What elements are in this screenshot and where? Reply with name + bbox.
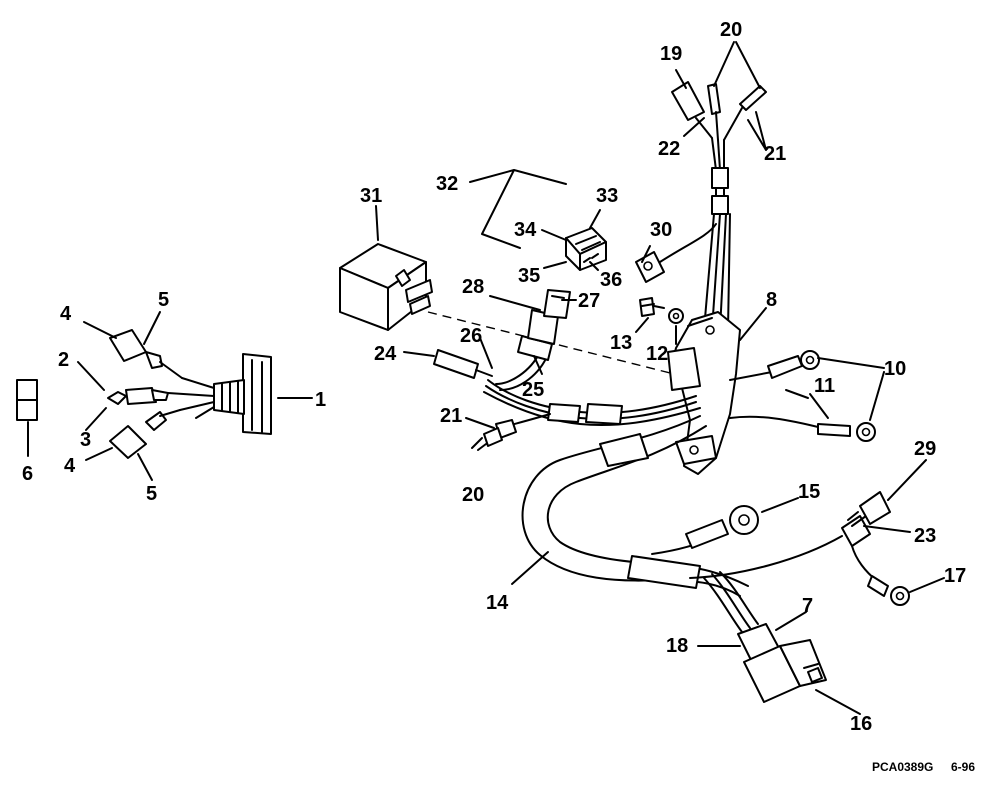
- callout-34: 34: [514, 219, 537, 241]
- harness-loop: [521, 415, 749, 597]
- callout-5: 5: [146, 483, 157, 505]
- leader-lines: [27, 41, 945, 715]
- callout-20: 20: [462, 484, 484, 506]
- callout-13: 13: [610, 332, 632, 354]
- callout-31: 31: [360, 185, 382, 207]
- callout-32: 32: [436, 173, 458, 195]
- callout-10: 10: [884, 358, 906, 380]
- callout-22: 22: [658, 138, 680, 160]
- callout-33: 33: [596, 185, 618, 207]
- callout-19: 19: [660, 43, 682, 65]
- callout-27: 27: [578, 290, 600, 312]
- callout-20: 20: [720, 19, 742, 41]
- callout-28: 28: [462, 276, 484, 298]
- callout-3: 3: [80, 429, 91, 451]
- callout-29: 29: [914, 438, 936, 460]
- callout-30: 30: [650, 219, 672, 241]
- callout-35: 35: [518, 265, 540, 287]
- callout-23: 23: [914, 525, 936, 547]
- relay: [339, 243, 433, 331]
- callout-14: 14: [486, 592, 509, 614]
- ring-terminals: [729, 350, 876, 442]
- callout-4: 4: [60, 303, 72, 325]
- callout-17: 17: [944, 565, 966, 587]
- callout-7: 7: [802, 595, 813, 617]
- callout-5: 5: [158, 289, 169, 311]
- lower-right-branch: [651, 491, 910, 606]
- callout-2: 2: [58, 349, 69, 371]
- upper-terminals: [671, 81, 767, 215]
- callout-36: 36: [600, 269, 622, 291]
- callout-6: 6: [22, 463, 33, 485]
- callout-4: 4: [64, 455, 76, 477]
- left-branch: [433, 289, 701, 451]
- callout-8: 8: [766, 289, 777, 311]
- drawing-code: PCA0389G: [872, 760, 934, 774]
- callout-16: 16: [850, 713, 872, 735]
- callout-15: 15: [798, 481, 820, 503]
- connector-33-36: [565, 227, 607, 271]
- mounting-bracket: [667, 311, 741, 475]
- hardware-12-13: [639, 297, 684, 324]
- callout-24: 24: [374, 343, 397, 365]
- callout-26: 26: [460, 325, 482, 347]
- callout-21: 21: [440, 405, 462, 427]
- callout-11: 11: [814, 375, 835, 397]
- drawing-date-code: 6-96: [951, 760, 976, 774]
- alignment-line: [427, 311, 691, 379]
- callout-25: 25: [522, 379, 544, 401]
- main-connector-7-16-18: [703, 571, 827, 703]
- callout-1: 1: [315, 389, 326, 411]
- callout-18: 18: [666, 635, 688, 657]
- callout-12: 12: [646, 343, 668, 365]
- callout-labels: 1 2 3 4 4 5 5 6 7 8 10 11 12 13 14 15 16…: [22, 19, 966, 735]
- grommet-connector-assembly: [16, 329, 272, 459]
- callout-21: 21: [764, 143, 786, 165]
